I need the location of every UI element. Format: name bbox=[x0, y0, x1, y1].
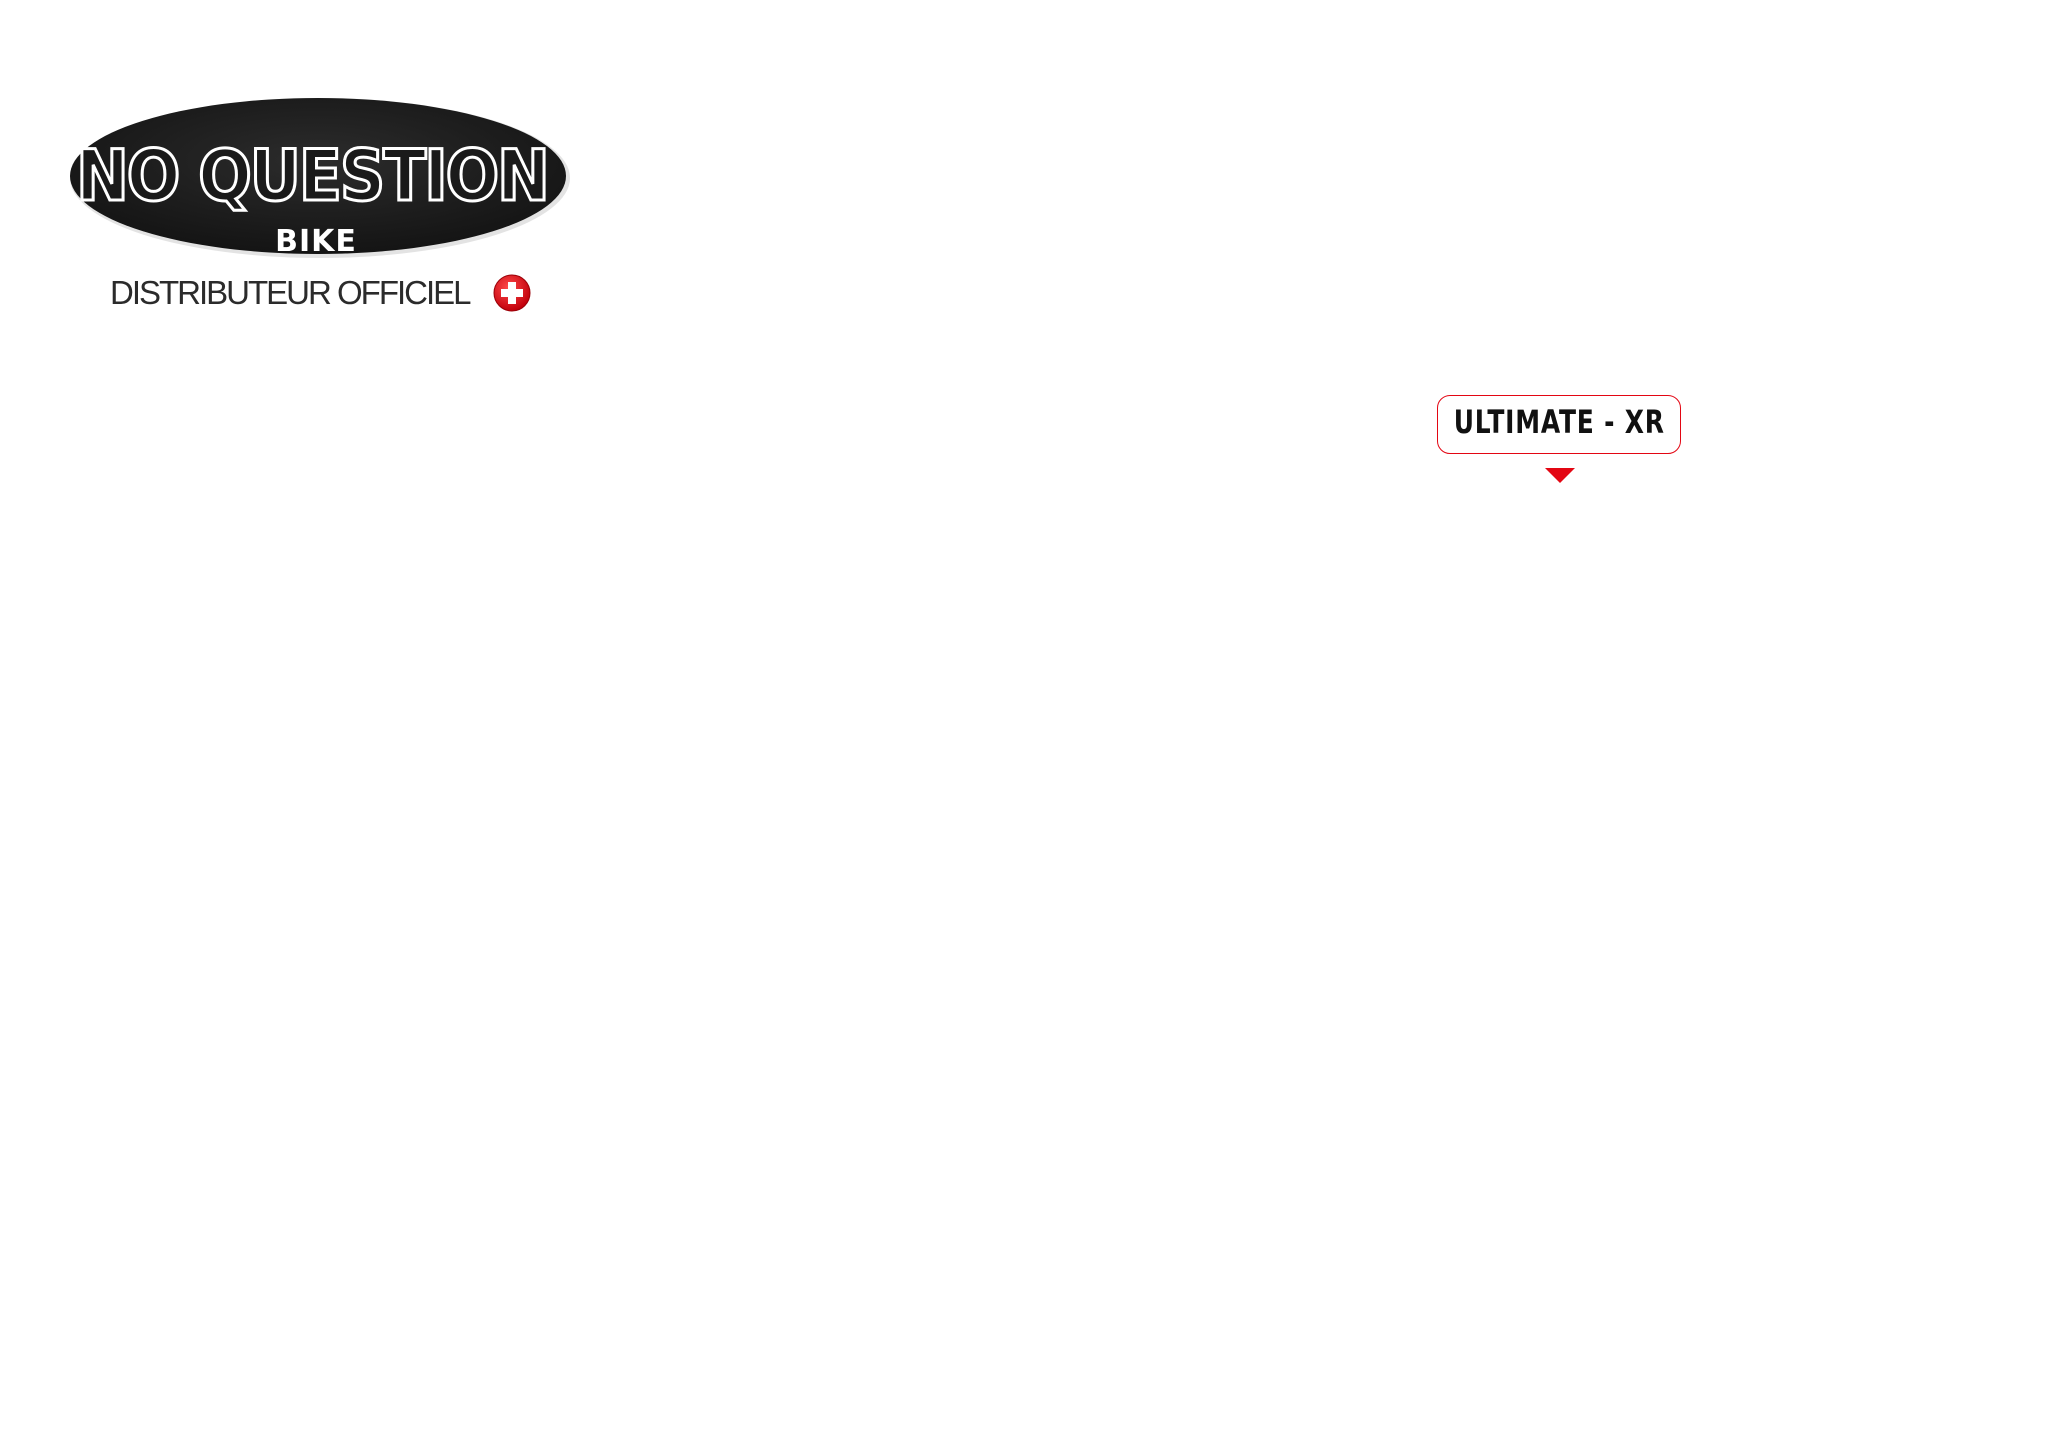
distributor-line: DISTRIBUTEUR OFFICIEL bbox=[110, 270, 532, 316]
distributor-text: DISTRIBUTEUR OFFICIEL bbox=[110, 274, 472, 311]
logo-brand-top: NO QUESTION bbox=[76, 135, 548, 217]
caret-down-icon[interactable] bbox=[1545, 468, 1575, 484]
model-selector-label: ULTIMATE - XR bbox=[1453, 402, 1665, 441]
brand-logo: NO QUESTION BIKE bbox=[64, 94, 574, 264]
no-question-bike-logo: NO QUESTION BIKE bbox=[70, 98, 570, 259]
model-selector-button[interactable]: ULTIMATE - XR bbox=[1437, 395, 1681, 454]
swiss-cross-icon bbox=[493, 274, 531, 312]
logo-brand-bottom: BIKE bbox=[275, 224, 357, 259]
